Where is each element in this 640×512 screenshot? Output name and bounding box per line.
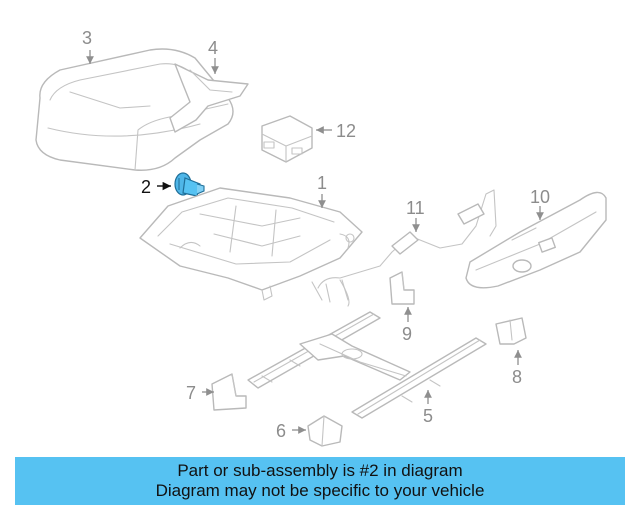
- callout-7: 7: [186, 383, 196, 403]
- parts-diagram: 3 4 12 2 1 11 10 9 8 7 5 6: [35, 28, 607, 447]
- caption-line-2: Diagram may not be specific to your vehi…: [155, 481, 485, 500]
- leader-lines: [86, 50, 544, 434]
- part-5-seat-tracks: [247, 311, 487, 419]
- part-8-bracket: [495, 317, 527, 345]
- callout-10: 10: [530, 187, 550, 207]
- part-1-seat-frame: [139, 187, 363, 301]
- callout-6: 6: [276, 421, 286, 441]
- callout-2: 2: [141, 177, 151, 197]
- callout-1: 1: [317, 173, 327, 193]
- callout-5: 5: [423, 406, 433, 426]
- callout-3: 3: [82, 28, 92, 48]
- part-2-clip-highlighted: [174, 172, 205, 197]
- callout-8: 8: [512, 367, 522, 387]
- caption-banner: Part or sub-assembly is #2 in diagram Di…: [15, 457, 625, 505]
- caption-line-1: Part or sub-assembly is #2 in diagram: [177, 461, 463, 480]
- callout-4: 4: [208, 38, 218, 58]
- part-9-bracket: [389, 271, 415, 305]
- part-12-module: [261, 115, 313, 163]
- part-4-cushion-pan: [169, 63, 249, 133]
- callout-9: 9: [402, 324, 412, 344]
- callout-11: 11: [406, 198, 425, 218]
- part-11-harness: [311, 189, 497, 307]
- part-6-bracket: [307, 415, 343, 447]
- callout-12: 12: [336, 121, 356, 141]
- part-7-bracket: [211, 373, 247, 411]
- part-10-side-shield: [465, 191, 607, 289]
